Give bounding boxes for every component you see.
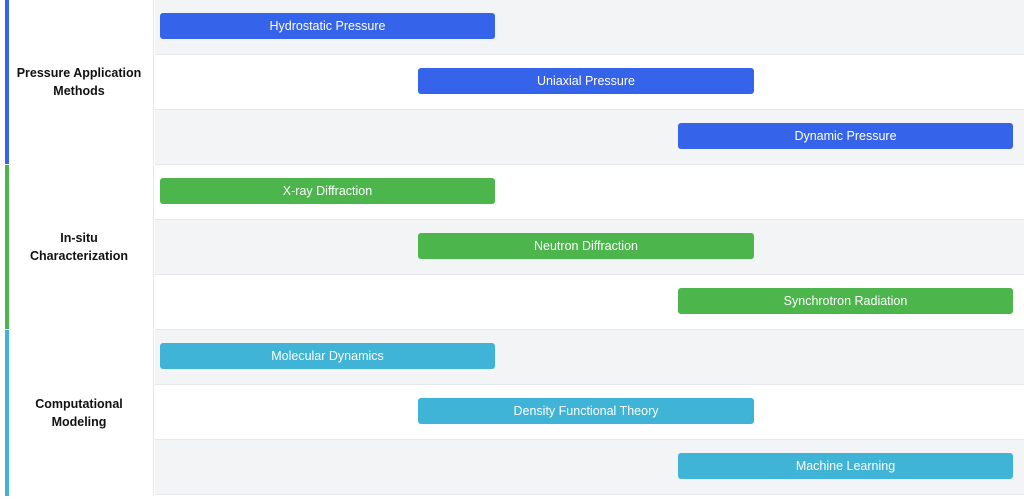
lane-row: Density Functional Theory [155, 385, 1024, 440]
group-in-situ-characterization: In-situ Characterization X-ray Diffracti… [0, 165, 1024, 329]
group-label-cell: Pressure Application Methods [5, 0, 154, 164]
group-accent-bar [5, 165, 9, 329]
task-bar: Dynamic Pressure [678, 123, 1013, 149]
lane-row: Dynamic Pressure [155, 110, 1024, 165]
task-bar: Molecular Dynamics [160, 343, 495, 369]
task-bar: Hydrostatic Pressure [160, 13, 495, 39]
lane-row: Synchrotron Radiation [155, 275, 1024, 330]
task-bar: Density Functional Theory [418, 398, 754, 424]
group-label-cell: In-situ Characterization [5, 165, 154, 329]
lane-row: Uniaxial Pressure [155, 55, 1024, 110]
lane-row: Hydrostatic Pressure [155, 0, 1024, 55]
group-label: Computational Modeling [5, 395, 153, 431]
lane-row: X-ray Diffraction [155, 165, 1024, 220]
group-computational-modeling: Computational Modeling Molecular Dynamic… [0, 330, 1024, 496]
task-bar: Neutron Diffraction [418, 233, 754, 259]
task-bar: Uniaxial Pressure [418, 68, 754, 94]
group-label-cell: Computational Modeling [5, 330, 154, 496]
group-accent-bar [5, 330, 9, 496]
task-bar: X-ray Diffraction [160, 178, 495, 204]
lane-row: Neutron Diffraction [155, 220, 1024, 275]
lane-row: Molecular Dynamics [155, 330, 1024, 385]
group-label: In-situ Characterization [5, 229, 153, 265]
group-label: Pressure Application Methods [5, 64, 153, 100]
lane-row: Machine Learning [155, 440, 1024, 495]
group-pressure-application: Pressure Application Methods Hydrostatic… [0, 0, 1024, 164]
task-bar: Synchrotron Radiation [678, 288, 1013, 314]
group-accent-bar [5, 0, 9, 164]
task-bar: Machine Learning [678, 453, 1013, 479]
